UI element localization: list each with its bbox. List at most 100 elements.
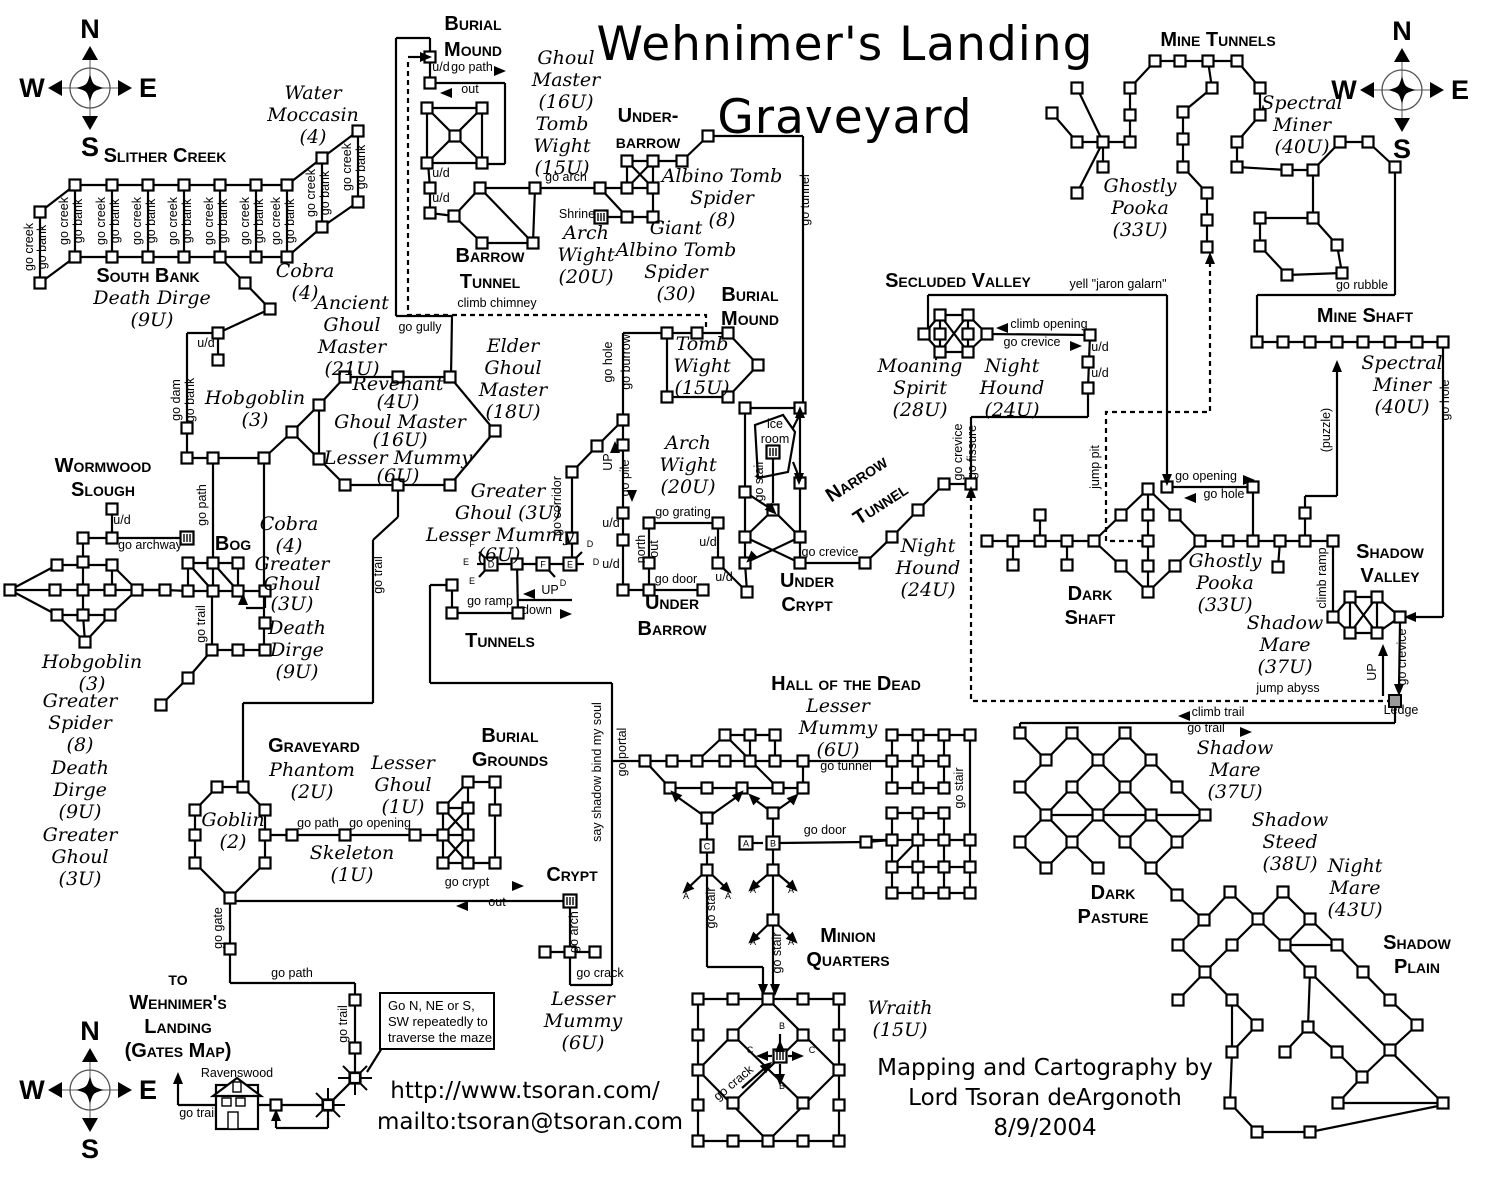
map-node bbox=[1198, 965, 1212, 979]
map-node bbox=[663, 781, 677, 795]
map-node bbox=[1173, 54, 1187, 68]
map-node bbox=[961, 327, 975, 341]
map-node bbox=[180, 421, 194, 435]
tiny-letter-label: A bbox=[725, 891, 731, 901]
creature-label: (38U) bbox=[1262, 853, 1317, 875]
map-node bbox=[475, 156, 489, 170]
map-node bbox=[859, 835, 873, 849]
map-node bbox=[1118, 835, 1132, 849]
direction-label: out bbox=[488, 895, 506, 909]
map-node bbox=[933, 308, 947, 322]
area-label: Shadow bbox=[1356, 541, 1425, 563]
map-node bbox=[1148, 54, 1162, 68]
map-node bbox=[211, 326, 225, 340]
compass-star bbox=[1388, 76, 1416, 104]
direction-label: go rubble bbox=[1336, 278, 1388, 292]
map-node bbox=[565, 531, 579, 545]
map-node bbox=[351, 124, 365, 138]
map-node bbox=[766, 913, 780, 927]
map-node bbox=[312, 452, 326, 466]
direction-label: go pile bbox=[618, 460, 632, 497]
direction-label: go bank bbox=[180, 198, 194, 243]
tiny-letter-label: B bbox=[779, 1021, 785, 1031]
direction-label: go opening bbox=[349, 816, 411, 830]
creature-label: Elder bbox=[486, 335, 541, 357]
room-letter-node bbox=[699, 838, 715, 854]
direction-arrow bbox=[173, 1072, 183, 1084]
tiny-letter-label: A bbox=[788, 885, 794, 895]
map-edge bbox=[1228, 1051, 1234, 1104]
map-node bbox=[461, 828, 475, 842]
map-node bbox=[1171, 938, 1185, 952]
direction-arrow bbox=[523, 589, 535, 599]
area-label: South Bank bbox=[96, 265, 199, 287]
creature-label: Water bbox=[284, 82, 343, 104]
map-node bbox=[1225, 993, 1239, 1007]
map-node bbox=[1280, 163, 1294, 177]
map-node bbox=[963, 886, 977, 900]
map-node bbox=[461, 856, 475, 870]
map-node bbox=[1144, 861, 1158, 875]
creature-label: (9U) bbox=[59, 801, 102, 823]
area-label: Wehnimer's bbox=[129, 992, 227, 1014]
direction-label: go hole bbox=[1203, 487, 1244, 501]
direction-label: out bbox=[461, 82, 479, 96]
map-node bbox=[1298, 534, 1312, 548]
map-node bbox=[475, 101, 489, 115]
map-node bbox=[249, 250, 263, 264]
map-node bbox=[1200, 186, 1214, 200]
map-dashed-path bbox=[1104, 262, 1212, 543]
creature-label: (4U) bbox=[377, 391, 420, 413]
creature-label: Death Dirge bbox=[92, 287, 211, 309]
creature-label: (37U) bbox=[1257, 656, 1312, 678]
direction-label: go path bbox=[271, 966, 313, 980]
map-node bbox=[1303, 335, 1317, 349]
creature-label: (30) bbox=[656, 283, 695, 305]
map-node bbox=[588, 945, 602, 959]
creature-label: Ancient bbox=[313, 292, 389, 314]
direction-arrow bbox=[610, 441, 620, 453]
direction-arrow bbox=[238, 593, 248, 605]
creature-label: Ghostly bbox=[1103, 175, 1176, 197]
shrine-icon bbox=[562, 893, 578, 909]
direction-arrow bbox=[775, 1040, 785, 1052]
map-node bbox=[1168, 508, 1182, 522]
creature-label: Ghoul bbox=[484, 357, 541, 379]
creature-label: (3) bbox=[242, 409, 269, 431]
direction-arrow bbox=[759, 1061, 773, 1074]
compass-west-arrow bbox=[48, 1082, 62, 1098]
creature-label: Wight bbox=[533, 135, 591, 157]
direction-label: go burrow bbox=[619, 333, 633, 390]
creature-label: (4) bbox=[276, 535, 303, 557]
map-node bbox=[1303, 1125, 1317, 1139]
creature-label: (4) bbox=[292, 282, 319, 304]
creature-label: Goblin bbox=[201, 809, 264, 831]
shrine-icon bbox=[593, 209, 609, 225]
map-node bbox=[980, 534, 994, 548]
creature-label: Shadow bbox=[1252, 809, 1328, 831]
map-node bbox=[103, 608, 117, 622]
map-node bbox=[563, 945, 577, 959]
maze-note-line: Go N, NE or S, bbox=[388, 998, 475, 1013]
creature-label: Shadow bbox=[1247, 612, 1323, 634]
map-node bbox=[391, 370, 405, 384]
map-node bbox=[1383, 335, 1397, 349]
creature-label: (20U) bbox=[660, 476, 715, 498]
creature-label: Spectral bbox=[1261, 92, 1342, 114]
credits-line-3: 8/9/2004 bbox=[993, 1115, 1096, 1141]
map-node bbox=[1170, 888, 1184, 902]
map-node bbox=[642, 583, 656, 597]
map-node bbox=[1230, 160, 1244, 174]
map-node bbox=[1091, 753, 1105, 767]
map-node bbox=[181, 556, 195, 570]
direction-label: go path bbox=[195, 484, 209, 526]
map-edge bbox=[9, 564, 58, 591]
map-node bbox=[338, 370, 352, 384]
map-node bbox=[258, 828, 272, 842]
map-node bbox=[885, 781, 899, 795]
direction-label: go fissure bbox=[965, 425, 979, 479]
map-node bbox=[1253, 239, 1267, 253]
direction-label: UP bbox=[601, 453, 615, 470]
direction-arrow bbox=[786, 793, 799, 806]
map-node bbox=[1280, 268, 1294, 282]
